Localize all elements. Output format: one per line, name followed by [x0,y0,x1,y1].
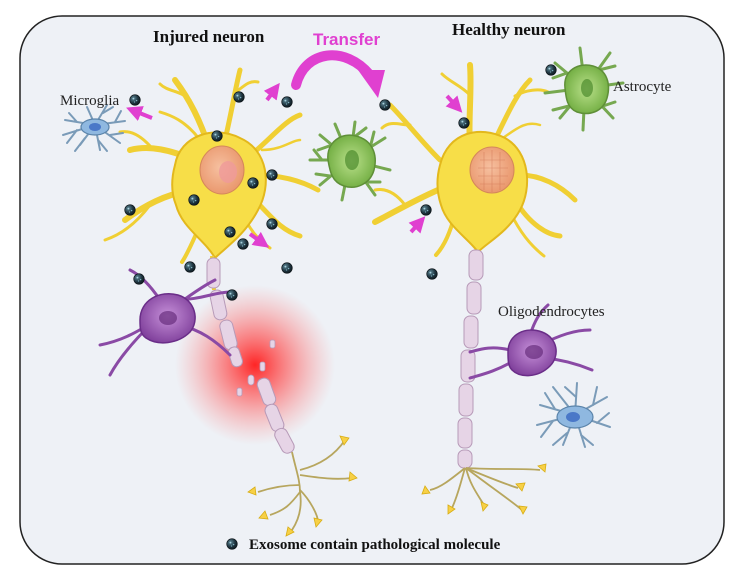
exosome [184,261,196,273]
transfer-arrow [291,50,375,90]
injury-glow [175,285,335,445]
astrocyte-top-right [543,46,625,132]
exosome [247,177,259,189]
exosome [281,262,293,274]
exosome [124,204,136,216]
legend-exosome-icon [226,538,238,550]
oligodendrocytes-label: Oligodendrocytes [498,304,605,320]
oligodendrocyte-right [468,303,594,380]
transfer-label: Transfer [313,30,380,49]
release-arrow-2 [263,82,280,102]
exosome [545,64,557,76]
release-arrow-1 [126,106,153,121]
healthy-neuron-label: Healthy neuron [452,20,566,39]
microglia-top-left [62,104,126,152]
exosome [266,218,278,230]
exosome [188,194,200,206]
exosome [426,268,438,280]
microglia-label: Microglia [60,93,119,109]
legend-label: Exosome contain pathological molecule [249,537,501,553]
exosome [458,117,470,129]
uptake-arrow-1 [445,94,463,113]
legend: Exosome contain pathological molecule [226,537,501,553]
exosome [266,169,278,181]
exosome [420,204,432,216]
injured-neuron-label: Injured neuron [153,27,265,46]
oligodendrocyte-left [98,268,232,377]
diagram-frame [19,15,725,565]
exosome [237,238,249,250]
astrocyte-middle [308,120,392,202]
exosome [211,130,223,142]
exosome [379,99,391,111]
microglia-bottom-right [536,382,611,448]
healthy-neuron [372,62,578,515]
uptake-arrow-2 [408,216,426,234]
exosome [281,96,293,108]
exosome [133,273,145,285]
exosome [233,91,245,103]
exosome [224,226,236,238]
exosome [226,289,238,301]
exosome [129,94,141,106]
release-arrow-3 [248,231,270,248]
astrocyte-label: Astrocyte [613,79,672,95]
transfer-arrow-head [358,70,385,98]
